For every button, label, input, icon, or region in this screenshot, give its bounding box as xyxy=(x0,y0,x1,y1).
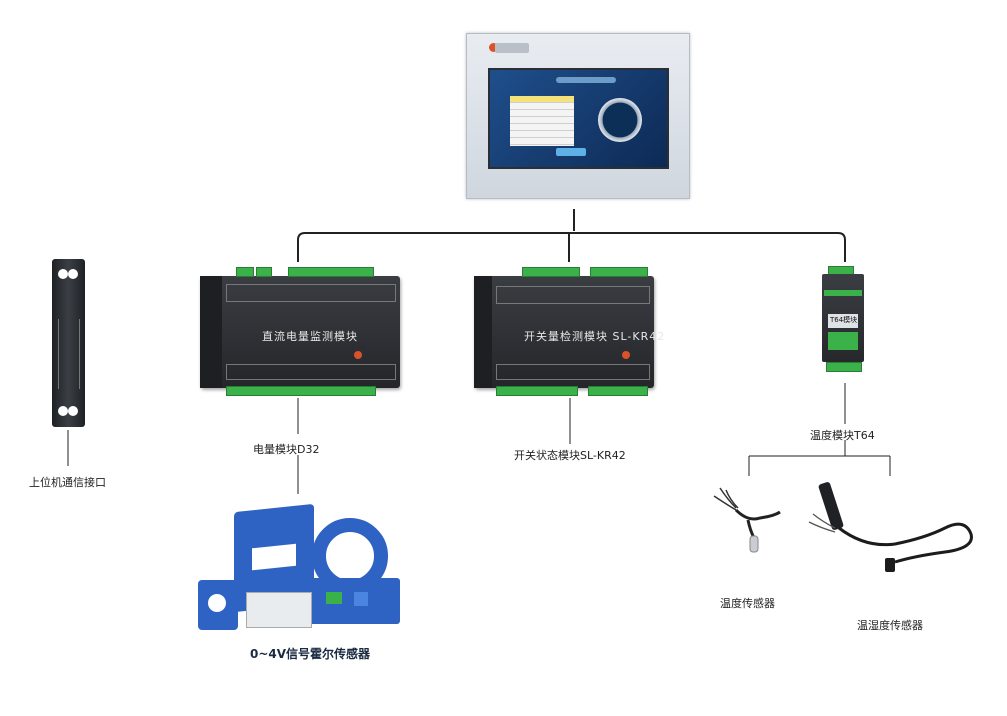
kr42-top-terminal xyxy=(590,267,648,277)
d32-bottom-label-strip xyxy=(226,364,396,380)
rail-hole-icon xyxy=(68,406,78,416)
bus-line xyxy=(297,232,846,262)
d32-label: 电量模块D32 xyxy=(253,443,320,456)
hall-sensor-small-body xyxy=(198,580,238,630)
temp-humidity-sensor-label: 温湿度传感器 xyxy=(857,619,923,632)
hmi-screen-button xyxy=(556,148,586,156)
d32-module: 直流电量监测模块 xyxy=(200,276,400,388)
rail-hole-icon xyxy=(68,269,78,279)
hmi-data-table xyxy=(510,96,574,146)
rail-hole-icon xyxy=(58,269,68,279)
hall-sensor-window xyxy=(252,543,296,571)
hall-sensor-label: 0~4V信号霍尔传感器 xyxy=(250,647,371,661)
upper-interface-device xyxy=(52,259,85,427)
hall-sensor-label-plate xyxy=(246,592,312,628)
kr42-top-label-strip xyxy=(496,286,650,304)
d32-face-text: 直流电量监测模块 xyxy=(262,330,358,343)
hmi-screen-header xyxy=(556,77,616,83)
hall-sensor-terminal xyxy=(354,592,368,606)
d32-top-terminal xyxy=(236,267,254,277)
kr42-label: 开关状态模块SL-KR42 xyxy=(514,449,626,462)
t64-plate-text: T64模块 xyxy=(830,316,858,324)
hall-sensor-small-hole xyxy=(208,594,226,612)
rail-label-area xyxy=(58,319,80,389)
t64-plate xyxy=(828,314,858,328)
kr42-side-panel xyxy=(474,276,492,388)
t64-branch-line xyxy=(748,440,891,476)
kr42-bottom-label-strip xyxy=(496,364,650,380)
kr42-bottom-terminal xyxy=(496,386,578,396)
d32-side-panel xyxy=(200,276,222,388)
hmi-touch-panel xyxy=(466,33,690,199)
d32-brand-icon xyxy=(354,351,362,359)
kr42-module: 开关量检测模块 SL-KR42 xyxy=(474,276,664,388)
kr42-bottom-terminal xyxy=(588,386,648,396)
hall-sensor-ring-base xyxy=(304,578,400,624)
hall-sensor-terminal xyxy=(326,592,342,604)
t64-module: T64模块 xyxy=(822,274,864,362)
d32-top-terminal xyxy=(288,267,374,277)
temp-sensor-icon xyxy=(713,487,781,553)
temp-sensor-label: 温度传感器 xyxy=(720,597,775,610)
d32-top-label-strip xyxy=(226,284,396,302)
rail-hole-icon xyxy=(58,406,68,416)
upper-interface-label: 上位机通信接口 xyxy=(29,476,106,489)
temp-humidity-sensor-icon xyxy=(808,482,973,572)
hmi-logo-icon xyxy=(489,43,498,52)
kr42-top-terminal xyxy=(522,267,580,277)
hmi-screen xyxy=(488,68,669,169)
t64-bottom-terminal xyxy=(826,362,862,372)
hmi-gauge-icon xyxy=(598,98,642,142)
t64-label: 温度模块T64 xyxy=(810,429,875,442)
kr42-brand-icon xyxy=(622,351,630,359)
d32-bottom-terminal xyxy=(226,386,376,396)
kr42-face-text: 开关量检测模块 SL-KR42 xyxy=(524,330,666,343)
d32-top-terminal xyxy=(256,267,272,277)
hmi-logo-plate xyxy=(495,43,529,53)
t64-green-block xyxy=(828,332,858,350)
hall-sensor-group xyxy=(194,500,409,642)
t64-green-block xyxy=(824,290,862,296)
